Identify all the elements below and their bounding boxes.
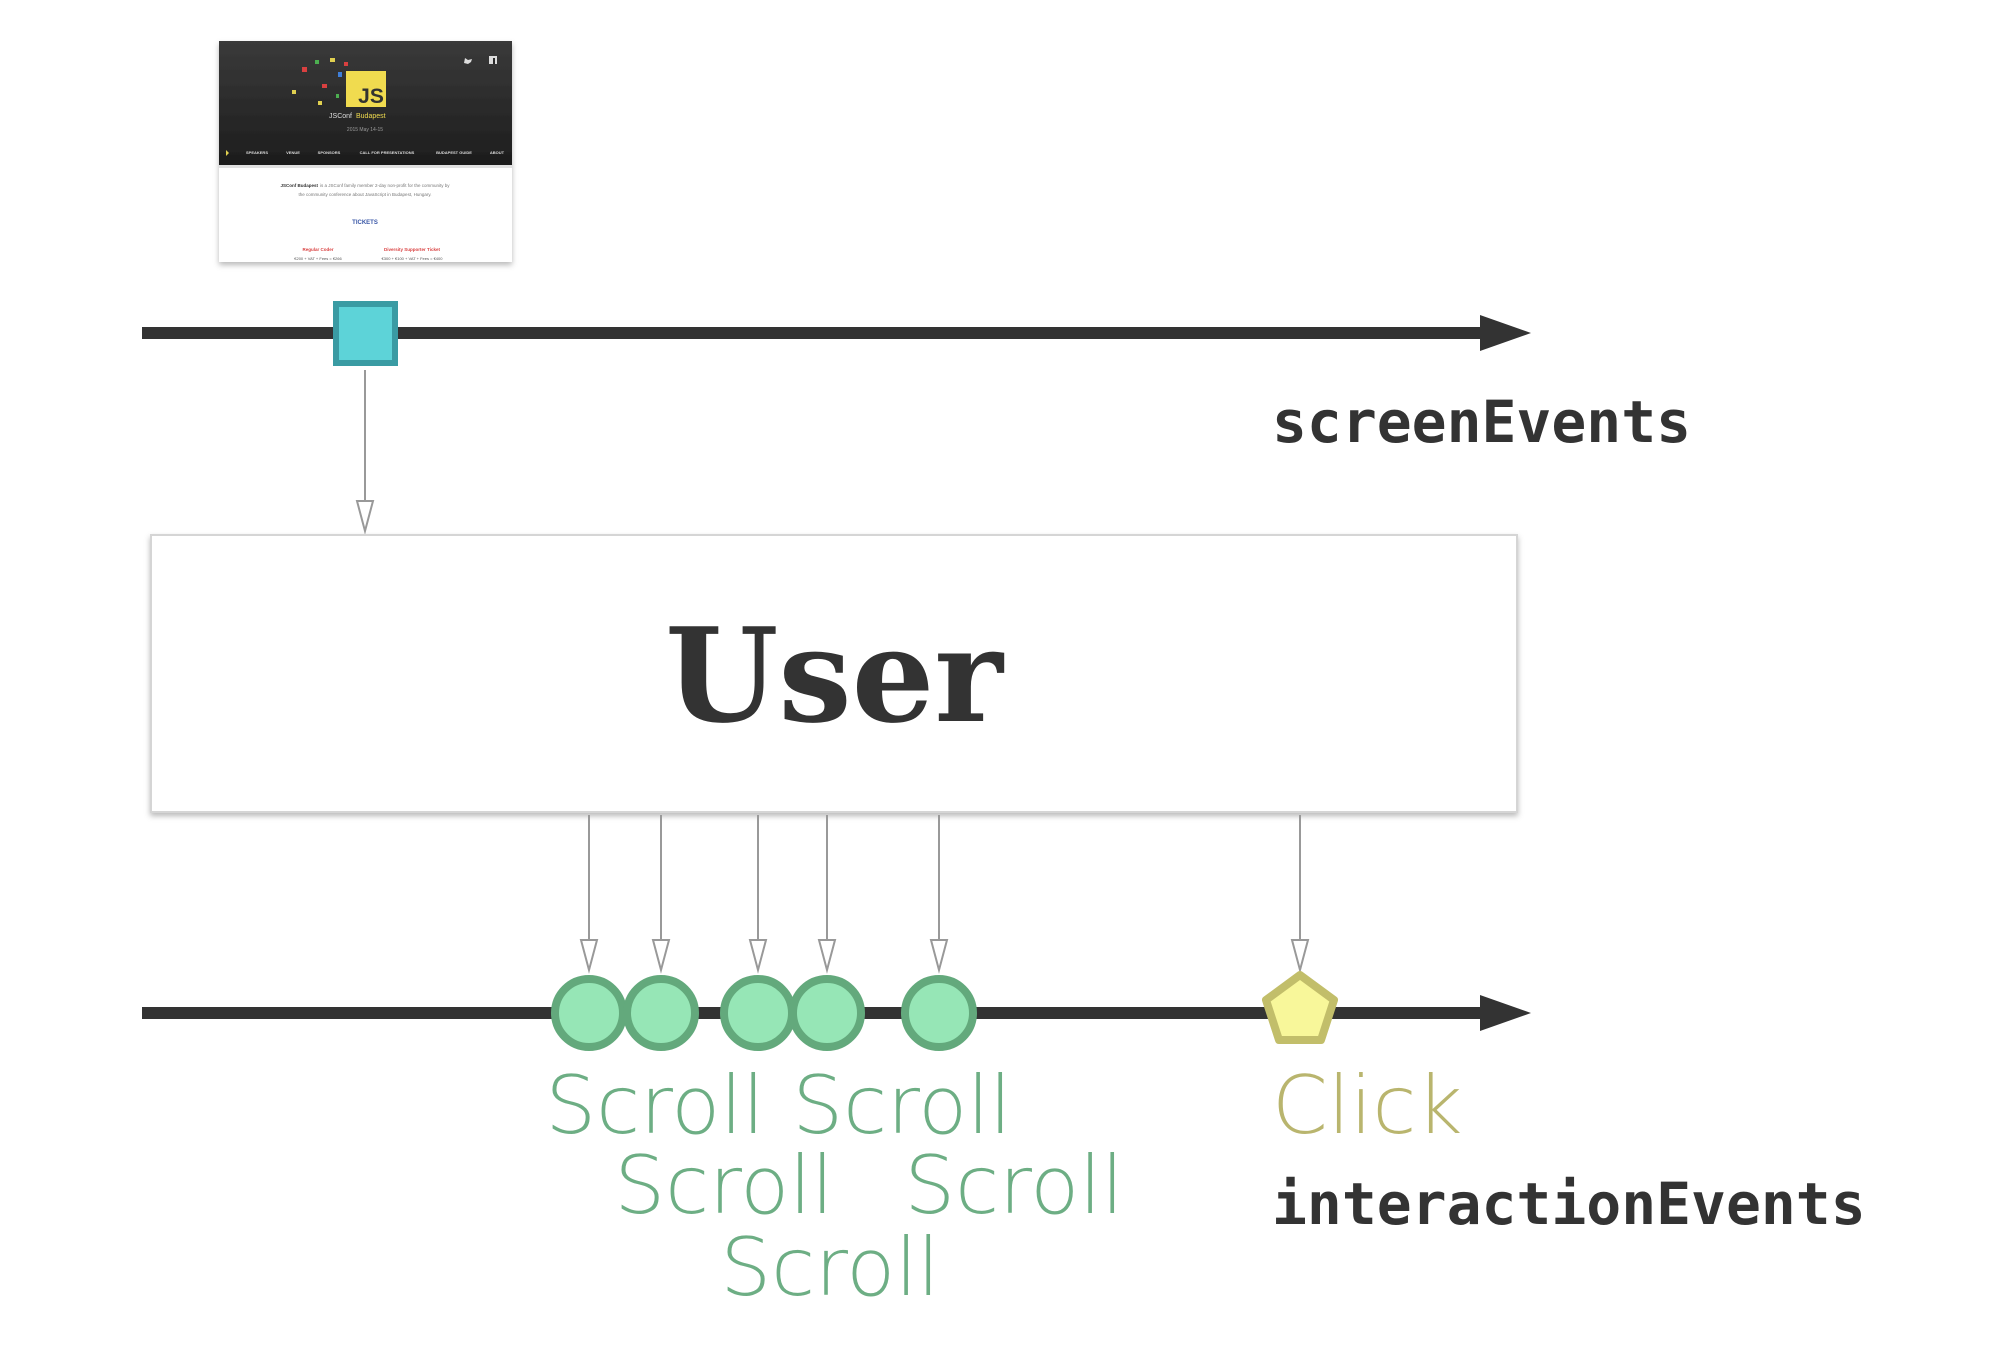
scroll-event-label: Scroll xyxy=(614,1139,833,1232)
confetti-decoration xyxy=(292,58,351,105)
scroll-event-label: Scroll xyxy=(904,1139,1123,1232)
scroll-event-label: Scroll xyxy=(720,1221,939,1314)
facebook-icon xyxy=(489,56,497,64)
scroll-event-label: Scroll xyxy=(792,1059,1011,1152)
user-to-event-arrow xyxy=(1290,815,1310,974)
ticket-price: €300 + €100 + VAT + Fees = €400 xyxy=(382,256,444,261)
screen-to-user-arrow xyxy=(355,370,375,535)
screen-event-marker xyxy=(333,301,398,366)
js-logo: JS xyxy=(346,71,386,108)
user-to-event-arrow xyxy=(651,815,671,974)
user-box-label: User xyxy=(665,599,1004,752)
conf-name: JSConf xyxy=(329,113,352,120)
user-to-event-arrow xyxy=(929,815,949,974)
user-to-event-arrow xyxy=(579,815,599,974)
nav-item[interactable]: VENUE xyxy=(286,150,300,155)
nav-item[interactable]: ABOUT xyxy=(490,150,505,155)
conf-dates: 2015 May 14-15 xyxy=(347,127,383,133)
screenshot-header-border xyxy=(219,165,512,168)
intro-line-2: the community conference about JavaScrip… xyxy=(299,192,432,197)
scroll-event-marker xyxy=(551,975,627,1051)
tickets-link[interactable]: TICKETS xyxy=(352,220,378,226)
scroll-event-marker xyxy=(720,975,796,1051)
scroll-event-marker xyxy=(789,975,865,1051)
screenshot-nav: SPEAKERS VENUE SPONSORS CALL FOR PRESENT… xyxy=(226,150,505,156)
interaction-events-label: interactionEvents xyxy=(1272,1170,1866,1238)
js-logo-text: JS xyxy=(358,85,384,108)
click-event-label: Click xyxy=(1272,1059,1463,1152)
ticket-name: Regular Coder xyxy=(302,247,333,252)
scroll-event-marker xyxy=(901,975,977,1051)
nav-item[interactable]: SPONSORS xyxy=(318,150,341,155)
interaction-timeline-arrowhead xyxy=(1480,995,1531,1031)
user-to-event-arrow xyxy=(817,815,837,974)
conf-city: Budapest xyxy=(356,113,386,120)
twitter-icon xyxy=(464,58,472,64)
nav-item[interactable]: SPEAKERS xyxy=(246,150,268,155)
screen-events-label: screenEvents xyxy=(1272,388,1691,456)
nav-item[interactable]: CALL FOR PRESENTATIONS xyxy=(360,150,415,155)
scroll-event-marker xyxy=(623,975,699,1051)
ticket-price: €200 + VAT + Fees = €266 xyxy=(294,256,342,261)
nav-arrow-icon xyxy=(226,150,229,156)
ticket-name: Diversity Supporter Ticket xyxy=(384,247,440,252)
user-to-event-arrow xyxy=(748,815,768,974)
click-event-marker xyxy=(1262,971,1338,1044)
nav-item[interactable]: BUDAPEST GUIDE xyxy=(436,150,472,155)
scroll-event-label: Scroll xyxy=(545,1059,764,1152)
user-box xyxy=(150,534,1518,813)
screen-timeline-arrowhead xyxy=(1480,315,1531,351)
